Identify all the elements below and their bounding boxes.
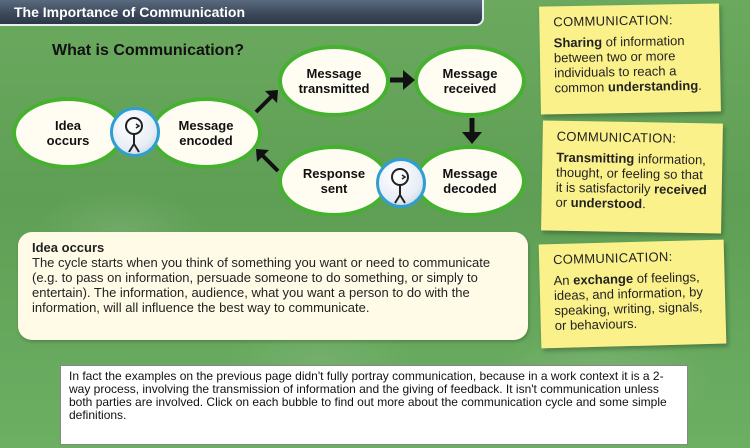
instruction-text-box: In fact the examples on the previous pag… (60, 365, 688, 445)
page-title: The Importance of Communication (14, 4, 246, 20)
bubble-label-line1: Message (442, 166, 498, 181)
bubble-label-line1: Message (442, 66, 498, 81)
title-bar: The Importance of Communication (0, 0, 484, 26)
bubble-label-line2: transmitted (298, 81, 370, 96)
note-title: COMMUNICATION: (552, 248, 673, 268)
note-bold: Sharing (553, 34, 603, 51)
note-title: COMMUNICATION: (553, 12, 673, 30)
note-text: or (555, 194, 571, 210)
note-bold: Transmitting (556, 149, 635, 167)
heading: What is Communication? (52, 42, 244, 59)
note-title: COMMUNICATION: (556, 128, 677, 146)
note-body: An exchange of feelings, ideas, and info… (553, 269, 712, 333)
bubble-label-line2: received (443, 81, 497, 96)
info-panel: Idea occurs The cycle starts when you th… (18, 232, 528, 340)
note-text: An (553, 272, 574, 289)
arrow-down-icon (462, 118, 482, 144)
bubble-label-line2: encoded (179, 133, 233, 148)
bubble-label-line1: Idea (54, 118, 81, 133)
definition-note-2: COMMUNICATION: Transmitting information,… (541, 120, 723, 234)
person-thinking-icon (376, 158, 426, 208)
info-body: The cycle starts when you think of somet… (32, 255, 491, 315)
arrow-up-left-icon (256, 149, 280, 173)
definition-note-3: COMMUNICATION: An exchange of feelings, … (538, 239, 727, 349)
bubble-label-line2: occurs (46, 133, 90, 148)
note-bold: understanding (607, 77, 699, 95)
note-text: . (642, 196, 646, 212)
note-bold: received (653, 181, 707, 198)
instruction-text: In fact the examples on the previous pag… (69, 369, 667, 422)
note-bold: exchange (572, 270, 634, 288)
note-bold: understood (570, 194, 643, 212)
note-body: Sharing of information between two or mo… (553, 33, 707, 95)
bubble-label-line1: Response (302, 166, 366, 181)
arrow-up-right-icon (254, 90, 278, 114)
info-title: Idea occurs (32, 240, 105, 255)
note-text: . (698, 77, 702, 93)
definition-note-1: COMMUNICATION: Sharing of information be… (539, 3, 721, 115)
bubble-label-line2: decoded (443, 181, 497, 196)
bubble-label-line1: Message (306, 66, 362, 81)
bubble-label-line2: sent (320, 181, 348, 196)
person-thinking-icon (110, 107, 160, 157)
arrow-right-icon (390, 70, 415, 90)
bubble-label-line1: Message (178, 118, 234, 133)
note-body: Transmitting information, thought, or fe… (555, 150, 708, 213)
